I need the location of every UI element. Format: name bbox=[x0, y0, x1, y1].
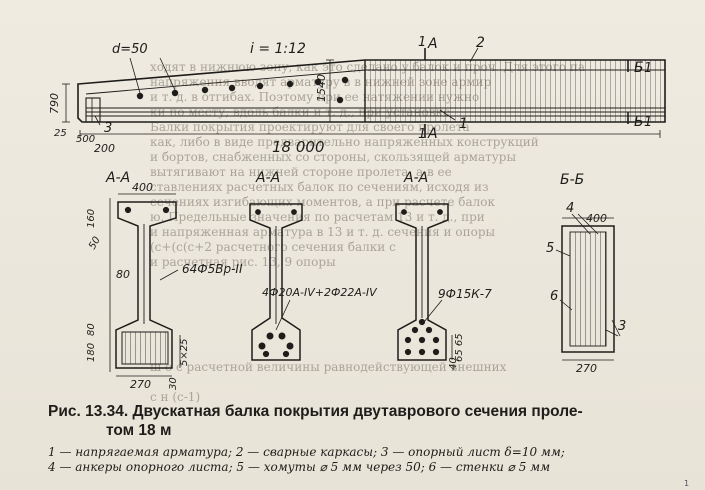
hole-spacing-label: d=50 bbox=[112, 42, 148, 57]
page-number: 1 bbox=[684, 479, 690, 488]
section-a3 bbox=[395, 203, 453, 361]
section-a1 bbox=[109, 193, 181, 377]
section-b-mark-5: 5 bbox=[546, 241, 554, 256]
bleed-through-line: ставлениях расчетных балок по сечениям, … bbox=[150, 180, 489, 194]
section-a1-web: 80 bbox=[116, 268, 130, 281]
section-b-mark-4: 4 bbox=[566, 201, 574, 216]
section-b-mark-3: 3 bbox=[618, 319, 626, 334]
bleed-through-line: (с+(с(с+2 расчетного сечения балки с bbox=[150, 240, 396, 254]
section-a1-dim-30: 30 bbox=[168, 377, 179, 390]
cut-mark-digit: 1 bbox=[418, 35, 426, 50]
section-a1-title: A-A bbox=[105, 170, 130, 186]
dim-200-label: 200 bbox=[94, 142, 115, 155]
caption-legend-line-1: 1 — напрягаемая арматура; 2 — сварные ка… bbox=[48, 445, 565, 459]
bleed-through-line: ю. Предельные значения по расчетам 13 и … bbox=[150, 210, 485, 224]
section-a1-bottom-h2: 80 bbox=[86, 323, 97, 336]
web-holes bbox=[136, 76, 349, 104]
section-a1-width: 400 bbox=[132, 181, 153, 194]
bleed-through-line: с н (с-1) bbox=[150, 390, 201, 404]
section-a1-flange: 160 bbox=[86, 209, 97, 228]
half-span-label: 18 000 bbox=[272, 138, 325, 156]
cut-b-digit-bottom: 1 bbox=[644, 115, 652, 130]
section-b-mark-6: 6 bbox=[550, 289, 558, 304]
cut-b-digit-top: 1 bbox=[644, 61, 652, 76]
section-a3-dim-40: 40 bbox=[448, 357, 459, 370]
cut-a-top: A bbox=[427, 36, 438, 52]
mid-height-label: 1540 bbox=[315, 74, 328, 102]
section-a1-rebar: 64Ф5Вр-II bbox=[182, 262, 243, 276]
section-a1-bottom-w: 270 bbox=[130, 378, 151, 391]
beam-elevation bbox=[62, 47, 666, 138]
bleed-through-line: вытягивают на нижней стороне пролета, а … bbox=[150, 165, 452, 179]
cut-b-bottom: Б bbox=[634, 114, 644, 130]
section-a2-title: A-A bbox=[255, 170, 280, 186]
section-a3-dim-65: 65 65 bbox=[454, 333, 465, 362]
section-a3-title: A-A bbox=[403, 170, 428, 186]
bleed-through-line: и бортов, снабженных со стороны, скользя… bbox=[150, 150, 517, 164]
section-a2 bbox=[249, 203, 303, 361]
elevation-mark-3: 3 bbox=[104, 121, 112, 136]
section-b bbox=[555, 213, 621, 361]
caption-legend-line-2: 4 — анкеры опорного листа; 5 — хомуты ⌀ … bbox=[48, 460, 551, 474]
bleed-through-line: и расчетная рис. 13, 9 опоры bbox=[150, 255, 336, 269]
caption-title-line-1: Рис. 13.34. Двускатная балка покрытия дв… bbox=[48, 403, 583, 420]
section-b-width: 400 bbox=[586, 212, 607, 225]
elevation-mark-2: 2 bbox=[476, 35, 485, 51]
bleed-through-line: сечениях изгибающих моментов, а при расч… bbox=[150, 195, 495, 209]
elevation-mark-1: 1 bbox=[459, 116, 468, 132]
section-a1-dim-5x25: 5×25 bbox=[179, 339, 190, 366]
dim-500-label: 500 bbox=[76, 134, 95, 145]
stirrup-zone bbox=[365, 60, 665, 122]
end-height-label: 790 bbox=[48, 93, 61, 114]
bleed-through-line: ш о с расчетной величины равнодействующе… bbox=[150, 360, 507, 374]
bleed-through-line: Балки покрытия проектируют для своего пр… bbox=[150, 120, 470, 134]
figure-caption-legend: 1 — напрягаемая арматура; 2 — сварные ка… bbox=[48, 445, 698, 475]
cut-mark-digit-bottom: 1 bbox=[418, 127, 426, 142]
section-b-bottom-w: 270 bbox=[576, 362, 597, 375]
section-a1-haunch: 50 bbox=[87, 235, 103, 252]
bleed-through-line: как, либо в виде предварительно напряжен… bbox=[150, 135, 539, 149]
section-b-title: Б-Б bbox=[560, 172, 584, 188]
section-a3-rebar: 9Ф15К-7 bbox=[438, 287, 492, 301]
section-a2-rebar: 4Ф20А-IV+2Ф22А-IV bbox=[262, 286, 378, 299]
cut-a-bottom: A bbox=[427, 126, 438, 142]
dim-25-label: 25 bbox=[54, 128, 67, 139]
figure-caption-title: Рис. 13.34. Двускатная балка покрытия дв… bbox=[48, 402, 688, 440]
cut-b-top: Б bbox=[634, 60, 644, 76]
section-a1-bottom-h1: 180 bbox=[86, 343, 97, 362]
caption-title-line-2: том 18 м bbox=[106, 422, 172, 439]
bleed-through-line: и напряженная арматура в 13 и т. д. сече… bbox=[150, 225, 496, 239]
slope-label: i = 1:12 bbox=[250, 41, 306, 57]
